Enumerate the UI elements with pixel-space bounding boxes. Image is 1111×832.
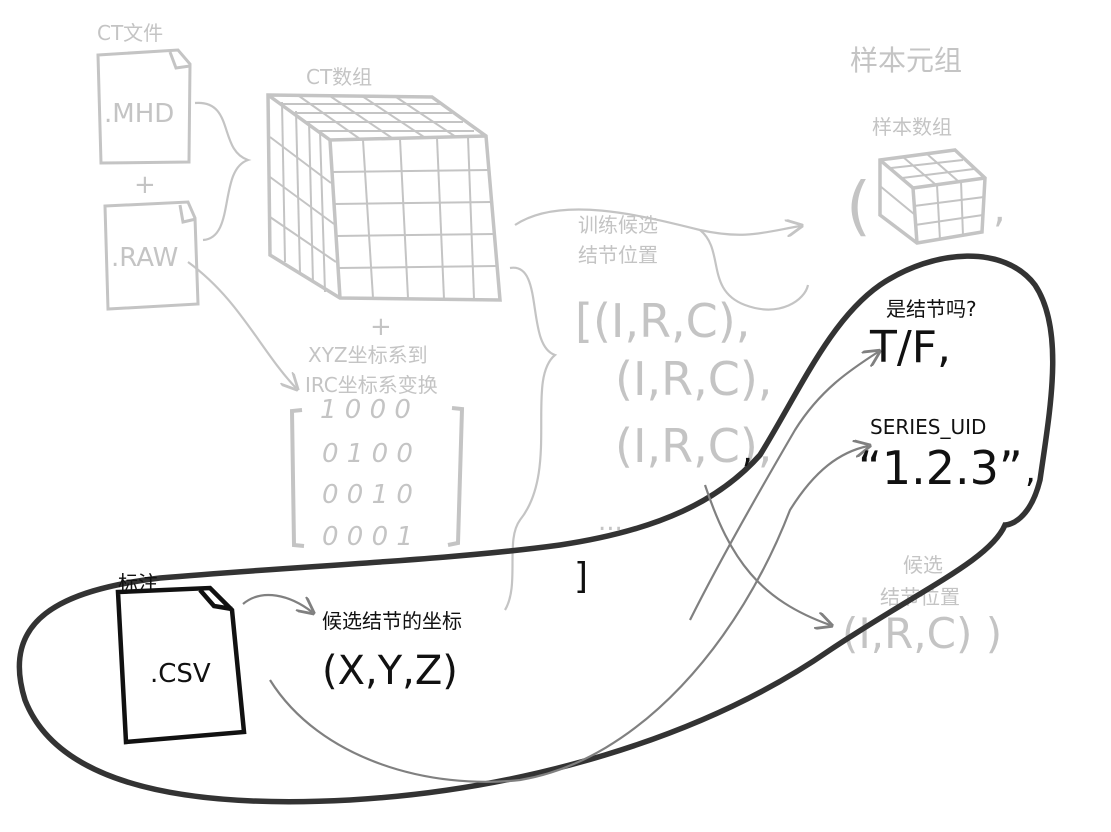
raw-label: .RAW — [111, 243, 178, 273]
candidate-coords-label: 候选结节的坐标 — [322, 609, 462, 633]
ct-file-label: CT文件 — [97, 21, 163, 45]
irc-list-line: [(I,R,C), — [575, 294, 750, 348]
csv-to-coords-arrow — [242, 593, 312, 612]
ct-array-cube — [266, 93, 502, 302]
plus-2: + — [370, 312, 392, 342]
sample-array-label: 样本数组 — [872, 115, 952, 139]
tf-value: T/F, — [869, 322, 951, 373]
list-to-sample-arrow — [514, 208, 800, 234]
sample-tuple-label: 样本元组 — [850, 44, 962, 77]
matrix-row: 0 1 0 0 — [322, 439, 413, 469]
matrix-row: 0 0 0 1 — [322, 522, 413, 552]
raw-to-xyz-arrow — [187, 261, 296, 388]
raw-file-icon — [103, 200, 200, 311]
mhd-to-ctarray-brace — [194, 101, 252, 242]
mhd-file-icon — [96, 48, 192, 165]
plus-1: + — [134, 170, 156, 200]
dark-connectors — [242, 352, 878, 783]
loop-to-tf-arrow — [689, 352, 878, 621]
sample-open-paren: ( — [846, 170, 871, 244]
train-label-line2: 结节位置 — [578, 243, 658, 267]
irc-list-close: ] — [574, 556, 588, 597]
series-uid-value: “1.2.3” — [858, 441, 1023, 495]
matrix-row: 0 0 1 0 — [322, 480, 413, 510]
is-nodule-label: 是结节吗? — [886, 297, 977, 321]
xyz-tuple: (X,Y,Z) — [322, 648, 458, 694]
csv-to-series-arrow — [269, 446, 868, 783]
series-uid-label: SERIES_UID — [870, 415, 986, 439]
irc-list-line: (I,R,C), — [615, 419, 772, 473]
csv-label: .CSV — [150, 659, 211, 689]
train-label-line1: 训练候选 — [578, 213, 658, 237]
csv-file-icon — [115, 585, 247, 745]
series-uid-comma: , — [1025, 451, 1036, 491]
irc-list-line: (I,R,C), — [615, 352, 772, 406]
dark-comma-after-list: , — [742, 431, 753, 471]
sample-comma: , — [993, 186, 1006, 232]
xyz-transform-line2: IRC坐标系变换 — [305, 373, 438, 397]
ct-array-label: CT数组 — [306, 65, 372, 89]
faint-connectors — [187, 101, 810, 611]
ctarray-to-list-brace — [504, 266, 558, 611]
matrix-row: 1 0 0 0 — [320, 395, 411, 425]
xyz-transform-line1: XYZ坐标系到 — [308, 343, 428, 367]
sample-loop — [699, 229, 810, 311]
mhd-label: .MHD — [104, 99, 174, 129]
sample-array-cube — [878, 148, 987, 245]
transform-matrix: 1 0 0 0 0 1 0 0 0 0 1 0 0 0 0 1 — [289, 395, 465, 552]
candidate-pos-line1: 候选 — [903, 553, 943, 577]
list-to-candidate-pos-arrow — [703, 484, 830, 625]
candidate-pos-value: (I,R,C) ) — [842, 609, 1002, 658]
